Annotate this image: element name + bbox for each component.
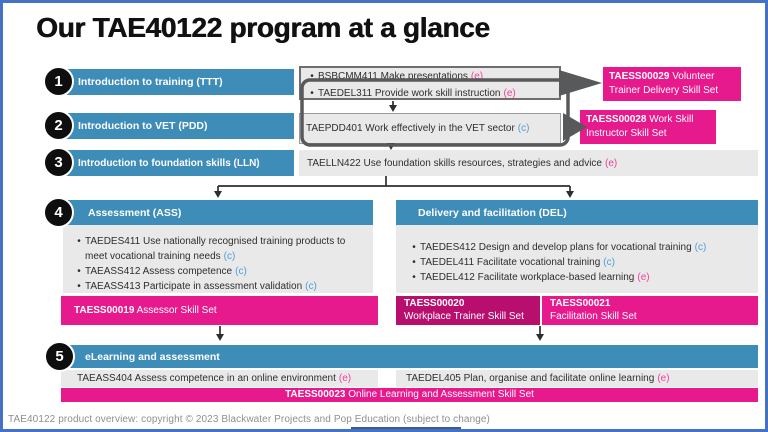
stage-1-number: 1 (54, 73, 63, 90)
bullet-icon (73, 264, 85, 279)
skillset-name: Assessor Skill Set (136, 305, 217, 316)
skillset-code: TAESS00029 (609, 71, 670, 82)
bullet-icon (306, 69, 318, 84)
unit-text: TAEDEL311 Provide work skill instruction (318, 88, 501, 99)
unit-taeass412: TAEASS412 Assess competence(c) (73, 264, 365, 279)
skillset-code: TAESS00020 (404, 298, 465, 309)
stage-3-bar: Introduction to foundation skills (LLN) (51, 150, 294, 176)
unit-text: TAEASS412 Assess competence (85, 266, 233, 277)
bullet-icon (73, 234, 85, 249)
arrowhead-icon (536, 334, 544, 341)
unit-text: TAEDEL411 Facilitate vocational training (420, 257, 601, 268)
bullet-icon (306, 86, 318, 101)
unit-tag: (e) (637, 272, 650, 283)
unit-tag: (e) (338, 373, 352, 384)
unit-taelln422: TAELLN422 Use foundation skills resource… (299, 150, 758, 176)
unit-tag: (c) (305, 281, 317, 292)
skillset-code: TAESS00021 (550, 298, 611, 309)
unit-tag: (e) (657, 373, 670, 384)
unit-taedes411: TAEDES411 Use nationally recognised trai… (73, 234, 365, 264)
stage-5-number-badge: 5 (44, 341, 75, 372)
stage-2-number: 2 (54, 117, 63, 134)
unit-taedel412: TAEDEL412 Facilitate workplace-based lea… (408, 270, 750, 285)
assessment-label: Assessment (ASS) (88, 206, 182, 219)
arrowhead-icon (387, 143, 395, 150)
unit-tag: (e) (503, 88, 516, 99)
skillset-name: Workplace Trainer Skill Set (404, 311, 524, 322)
unit-bsbcmm411: BSBCMM411 Make presentations(e) (306, 69, 559, 84)
unit-text: TAEDES412 Design and develop plans for v… (420, 242, 692, 253)
unit-text: TAELLN422 Use foundation skills resource… (307, 157, 602, 169)
stage-3-number-badge: 3 (43, 147, 74, 178)
stage-2-number-badge: 2 (43, 110, 74, 141)
delivery-label: Delivery and facilitation (DEL) (418, 206, 567, 219)
skillset-taess00019: TAESS00019 Assessor Skill Set (61, 296, 378, 325)
footer-copyright: TAE40122 product overview: copyright © 2… (8, 414, 490, 425)
stage-1-number-badge: 1 (43, 66, 74, 97)
unit-tag: (c) (603, 257, 615, 268)
unit-tag: (c) (223, 251, 236, 262)
skillset-code: TAESS00028 (586, 114, 647, 125)
bullet-icon (73, 279, 85, 294)
bullet-icon (408, 270, 420, 285)
skillset-taess00028: TAESS00028 Work Skill Instructor Skill S… (580, 110, 716, 144)
unit-text: TAEDES411 Use nationally recognised trai… (85, 236, 346, 262)
stage-5-number: 5 (55, 348, 64, 365)
unit-tag: (e) (604, 157, 618, 169)
arrowhead-icon (216, 334, 224, 341)
skillset-name: Work Skill Instructor Skill Set (586, 114, 694, 139)
unit-tag: (c) (517, 123, 530, 134)
unit-taeass404: TAEASS404 Assess competence in an online… (61, 370, 378, 387)
bullet-icon (408, 255, 420, 270)
skillset-taess00029: TAESS00029 Volunteer Trainer Delivery Sk… (603, 67, 741, 101)
skillset-code: TAESS00023 (285, 389, 346, 400)
bullet-icon (408, 240, 420, 255)
stage-3-label: Introduction to foundation skills (LLN) (78, 157, 260, 169)
unit-taedel411: TAEDEL411 Facilitate vocational training… (408, 255, 750, 270)
unit-taedel405: TAEDEL405 Plan, organise and facilitate … (396, 370, 758, 387)
delivery-units-box: TAEDES412 Design and develop plans for v… (396, 225, 758, 293)
page-title: Our TAE40122 program at a glance (36, 12, 490, 43)
arrowhead-icon (214, 191, 222, 198)
unit-tag: (c) (235, 266, 247, 277)
unit-text: TAEASS404 Assess competence in an online… (77, 373, 336, 384)
skillset-code: TAESS00019 (74, 305, 135, 316)
stage-2-bar: Introduction to VET (PDD) (51, 113, 294, 139)
stage-1-bar: Introduction to training (TTT) (51, 69, 294, 95)
unit-text: TAEDEL405 Plan, organise and facilitate … (406, 373, 655, 384)
skillset-name: Volunteer Trainer Delivery Skill Set (609, 71, 719, 96)
bottom-accent-bar (351, 427, 461, 429)
delivery-bar: Delivery and facilitation (DEL) (396, 200, 758, 225)
stage-2-label: Introduction to VET (PDD) (78, 120, 208, 132)
arrowhead-icon (566, 191, 574, 198)
stage-1-label: Introduction to training (TTT) (78, 76, 223, 88)
unit-text: TAEPDD401 Work effectively in the VET se… (306, 123, 515, 134)
stage-4-number: 4 (54, 204, 63, 221)
stage-5-bar: eLearning and assessment (61, 345, 758, 368)
unit-text: TAEASS413 Participate in assessment vali… (85, 281, 303, 292)
assessment-units-box: TAEDES411 Use nationally recognised trai… (63, 225, 373, 293)
skillset-name: Facilitation Skill Set (550, 311, 637, 322)
pointer-to-taess00029-icon (559, 70, 602, 96)
stage-4-number-badge: 4 (43, 197, 74, 228)
stage-3-number: 3 (54, 154, 63, 171)
unit-tag: (c) (694, 242, 707, 253)
skillset-name: Online Learning and Assessment Skill Set (348, 389, 534, 400)
stage-5-label: eLearning and assessment (85, 350, 220, 363)
unit-taeass413: TAEASS413 Participate in assessment vali… (73, 279, 365, 294)
stage-1-units-box: BSBCMM411 Make presentations(e) TAEDEL31… (299, 66, 561, 100)
unit-tag: (e) (470, 71, 484, 82)
skillset-taess00023: TAESS00023 Online Learning and Assessmen… (61, 388, 758, 402)
unit-taedel311: TAEDEL311 Provide work skill instruction… (306, 86, 559, 101)
assessment-bar: Assessment (ASS) (63, 200, 373, 225)
unit-taepdd401: TAEPDD401 Work effectively in the VET se… (299, 113, 561, 144)
unit-taedes412: TAEDES412 Design and develop plans for v… (408, 240, 750, 255)
arrowhead-icon (389, 105, 397, 112)
unit-text: BSBCMM411 Make presentations (318, 71, 468, 82)
unit-text: TAEDEL412 Facilitate workplace-based lea… (420, 272, 635, 283)
branch-line-stage3 (217, 176, 571, 192)
